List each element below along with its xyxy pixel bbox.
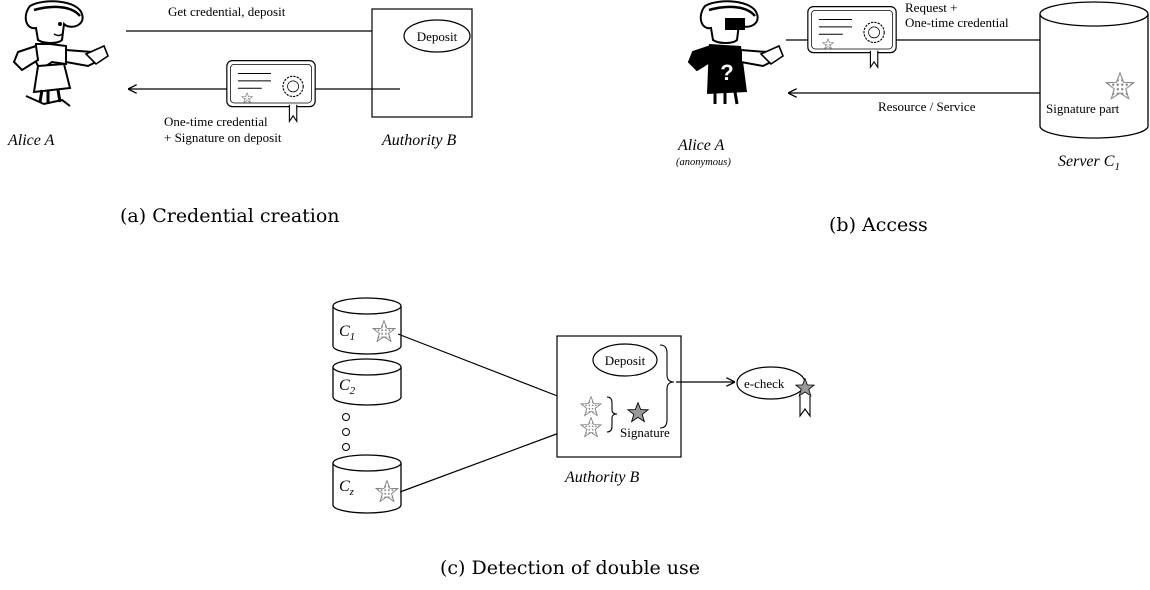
request-label-line1: Request + [905, 0, 957, 15]
ellipsis-dot [342, 413, 350, 421]
alice-label: Alice A [7, 132, 55, 149]
inner-brace [606, 396, 618, 433]
server-c1-cylinder: C1 [332, 297, 402, 355]
authority-label: Authority B [381, 132, 456, 149]
panel-b: ? Request + One-time credential Resource… [676, 0, 1149, 236]
arrow-cz-to-authority [399, 426, 578, 493]
caption-a: (a) Credential creation [120, 205, 340, 227]
return-label-line2: + Signature on deposit [164, 130, 282, 145]
server-c2-label: C2 [339, 377, 356, 397]
deposit-label: Deposit [417, 29, 458, 44]
echeck-label: e-check [744, 376, 785, 391]
deposit-label-c: Deposit [605, 353, 646, 368]
resource-label: Resource / Service [878, 99, 976, 114]
server-cz-cylinder: Cz [332, 454, 402, 514]
panel-c: C1 C2 Cz Deposit Signature [332, 297, 815, 579]
ellipsis-dot [342, 443, 350, 451]
alice-anonymous-label: Alice A [677, 137, 725, 154]
server-c2-cylinder: C2 [332, 358, 402, 406]
anonymous-mark: ? [720, 60, 733, 85]
server-cz-label: Cz [339, 478, 355, 498]
deposit-ellipse-c [592, 343, 658, 377]
credential-icon [226, 60, 316, 122]
outer-brace [659, 344, 675, 429]
echeck-seal-icon [795, 378, 815, 418]
alice-anonymous-sub: (anonymous) [676, 157, 731, 168]
signature-label: Signature [620, 425, 670, 440]
anonymous-alice-icon: ? [687, 0, 784, 105]
arrow-c1-to-authority [397, 333, 578, 404]
panel-a: Get credential, deposit Deposit One-time… [7, 0, 473, 227]
arrow-get-credential-label: Get credential, deposit [168, 4, 286, 19]
request-label-line2: One-time credential [905, 15, 1009, 30]
server-label: Server C1 [1058, 153, 1120, 173]
deposit-ellipse [403, 19, 471, 53]
ellipsis-dot [342, 428, 350, 436]
one-time-credential-icon [807, 6, 897, 68]
signature-part-label: Signature part [1046, 101, 1120, 116]
server-cylinder [1039, 1, 1149, 139]
authority-label-c: Authority B [564, 469, 639, 486]
alice-figure-icon [12, 0, 109, 107]
caption-c: (c) Detection of double use [440, 557, 700, 579]
return-label-line1: One-time credential [164, 114, 268, 129]
caption-b: (b) Access [829, 214, 928, 236]
server-c1-label: C1 [339, 323, 355, 343]
